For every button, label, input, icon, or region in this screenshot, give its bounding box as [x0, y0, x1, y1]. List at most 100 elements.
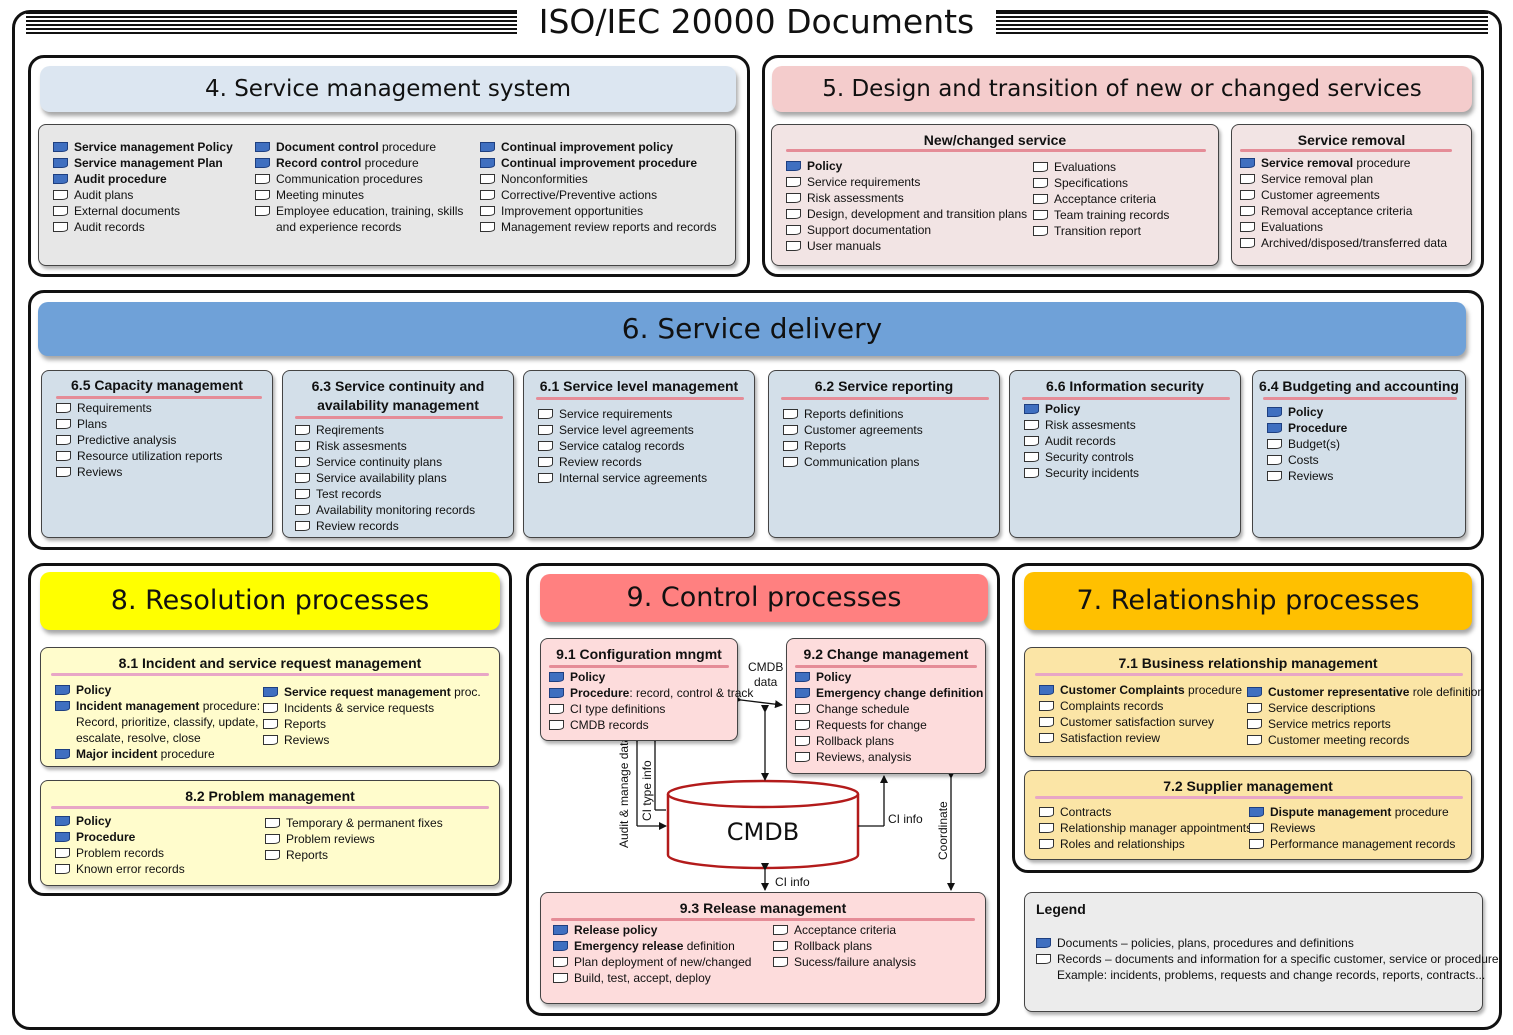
- record-icon: [263, 703, 278, 713]
- item-plain-text: Performance management records: [1270, 837, 1456, 851]
- list-item: Incidents & service requests: [263, 700, 481, 716]
- list-item: Predictive analysis: [56, 432, 222, 448]
- list-item: Service catalog records: [538, 438, 707, 454]
- list-item: Sucess/failure analysis: [773, 954, 916, 970]
- item-plain-text: Evaluations: [1261, 220, 1324, 234]
- item-plain-text: Records – documents and information for …: [1057, 952, 1502, 966]
- ci-info-bottom-label: CI info: [775, 875, 810, 889]
- record-icon: [1247, 719, 1262, 729]
- item-plain-text: Nonconformities: [501, 172, 588, 186]
- legend-panel: Legend Documents – policies, plans, proc…: [1024, 892, 1502, 1012]
- list-item: Resource utilization reports: [56, 448, 222, 464]
- item-plain-text: Reviews: [284, 733, 330, 747]
- list-item: Budget(s): [1267, 436, 1347, 452]
- item-text: Build, test, accept, deploy: [574, 970, 711, 986]
- record-icon: [1240, 238, 1255, 248]
- document-icon: [263, 687, 278, 697]
- record-icon: [295, 521, 310, 531]
- record-icon: [295, 457, 310, 467]
- item-text: Predictive analysis: [77, 432, 176, 448]
- item-text: Major incident procedure: [76, 746, 215, 762]
- record-icon: [549, 720, 564, 730]
- item-text: User manuals: [807, 238, 881, 254]
- item-text: Communication plans: [804, 454, 919, 470]
- item-text: Temporary & permanent fixes: [286, 815, 443, 831]
- item-plain-text: Management review reports and records: [501, 220, 717, 234]
- list-item: Availability monitoring records: [295, 502, 475, 518]
- record-icon: [1240, 206, 1255, 216]
- information-security-title: 6.6 Information security: [1046, 378, 1204, 394]
- item-text: Removal acceptance criteria: [1261, 203, 1412, 219]
- item-bold-text: Document control: [276, 140, 379, 154]
- item-text: Service availability plans: [316, 470, 447, 486]
- record-icon: [295, 441, 310, 451]
- record-icon: [1240, 190, 1255, 200]
- item-text: Reviews: [1288, 468, 1333, 484]
- item-plain-text: procedure: [157, 747, 215, 761]
- list-item: Relationship manager appointments: [1039, 820, 1252, 836]
- item-text: Nonconformities: [501, 171, 588, 187]
- item-text: Communication procedures: [276, 171, 423, 187]
- section-7-banner: 7. Relationship processes: [1024, 572, 1472, 630]
- item-plain-text: Customer satisfaction survey: [1060, 715, 1215, 729]
- item-plain-text: Budget(s): [1288, 437, 1341, 451]
- item-text: Reports: [284, 716, 326, 732]
- list-item: Temporary & permanent fixes: [265, 815, 443, 831]
- item-text: Customer Complaints procedure: [1060, 682, 1242, 698]
- list-item: CMDB records: [549, 717, 753, 733]
- item-text: Service requirements: [807, 174, 920, 190]
- record-icon: [549, 704, 564, 714]
- item-text: Reviews, analysis: [816, 749, 911, 765]
- item-text: Emergency change definition: [816, 685, 983, 701]
- list-item: Acceptance criteria: [1033, 191, 1169, 207]
- list-item: Reports: [265, 847, 443, 863]
- list-item: Service descriptions: [1247, 700, 1484, 716]
- item-text: Complaints records: [1060, 698, 1163, 714]
- document-icon: [55, 701, 70, 711]
- list-item: Policy: [55, 813, 185, 829]
- item-plain-text: Incidents & service requests: [284, 701, 435, 715]
- item-bold-text: Service removal: [1261, 156, 1354, 170]
- title-underline: [781, 397, 989, 400]
- item-plain-text: Change schedule: [816, 702, 910, 716]
- record-icon: [538, 409, 553, 419]
- record-icon: [255, 190, 270, 200]
- record-icon: [783, 441, 798, 451]
- record-icon: [480, 174, 495, 184]
- record-icon: [480, 206, 495, 216]
- item-plain-text: Temporary & permanent fixes: [286, 816, 443, 830]
- title-underline: [1240, 149, 1452, 152]
- service-removal-panel: Service removal Service removal procedur…: [1231, 124, 1472, 266]
- record-icon: [1033, 194, 1048, 204]
- item-bold-text: Procedure: [570, 686, 630, 700]
- list-item: Internal service agreements: [538, 470, 707, 486]
- list-item: Known error records: [55, 861, 185, 877]
- item-text: Roles and relationships: [1060, 836, 1185, 852]
- list-item: Customer agreements: [1240, 187, 1447, 203]
- document-icon: [1247, 687, 1262, 697]
- item-plain-text: Service level agreements: [559, 423, 694, 437]
- list-item: Communication plans: [783, 454, 923, 470]
- item-plain-text: : record, control & track: [629, 686, 754, 700]
- item-plain-text: Improvement opportunities: [501, 204, 644, 218]
- record-icon: [56, 419, 71, 429]
- record-icon: [56, 403, 71, 413]
- item-bold-text: Emergency release: [574, 939, 684, 953]
- item-plain-text: Service requirements: [559, 407, 673, 421]
- record-icon: [783, 409, 798, 419]
- item-plain-text: CMDB records: [570, 718, 649, 732]
- item-text: Sucess/failure analysis: [794, 954, 916, 970]
- record-icon: [1249, 839, 1264, 849]
- list-item: Design, development and transition plans: [786, 206, 1027, 222]
- list-item: Removal acceptance criteria: [1240, 203, 1447, 219]
- coordinate-label: Coordinate: [936, 801, 950, 860]
- item-text: CMDB records: [570, 717, 649, 733]
- item-bold-text: Incident management: [76, 699, 200, 713]
- item-plain-text: Reports: [804, 439, 847, 453]
- section-9-title: 9. Control processes: [626, 582, 902, 613]
- item-text: Policy: [816, 669, 851, 685]
- list-item: Costs: [1267, 452, 1347, 468]
